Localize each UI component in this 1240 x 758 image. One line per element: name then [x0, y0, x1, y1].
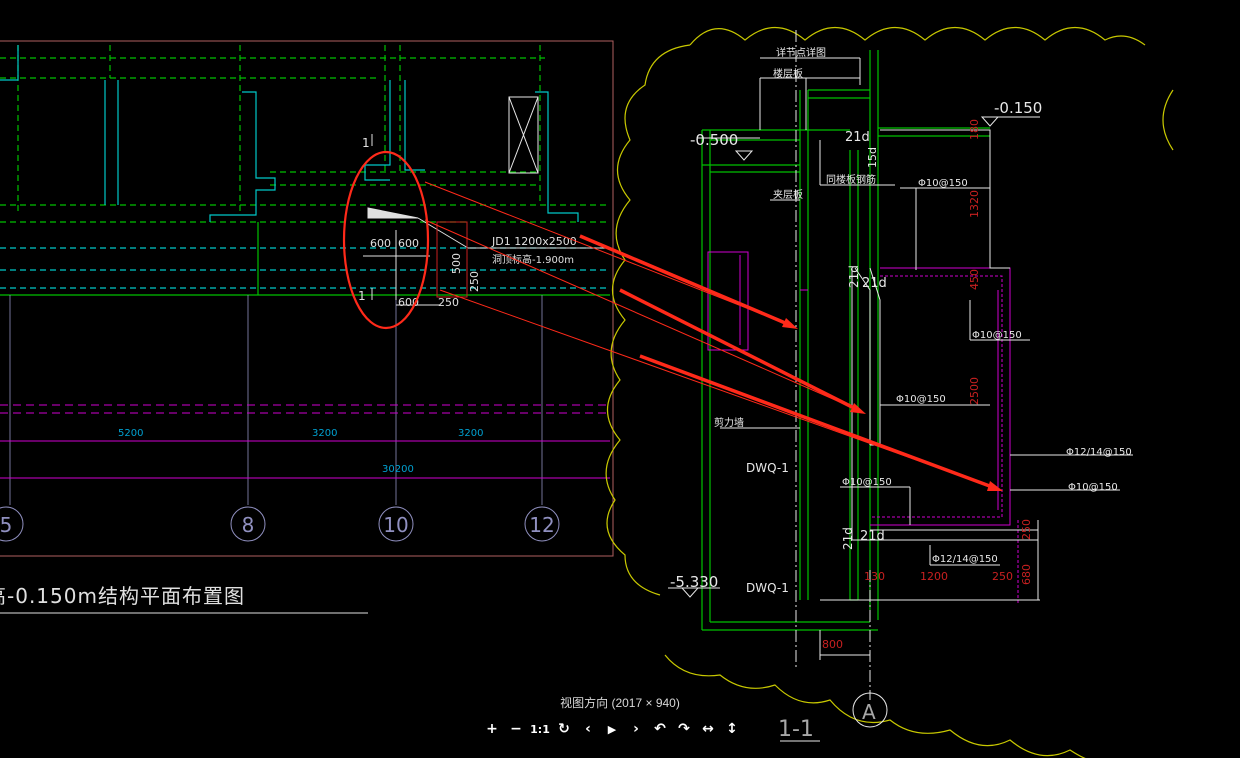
bay-dim-3: 3200 [458, 428, 483, 439]
opening-label: JD1 1200x2500 [491, 235, 577, 248]
axis-label-5: 5 [0, 513, 12, 537]
bay-dim-1: 5200 [118, 428, 143, 439]
axis-label-8: 8 [242, 513, 255, 537]
dim-450: 450 [968, 269, 981, 290]
dim-500: 500 [450, 253, 463, 274]
dim-600-b: 600 [398, 237, 419, 250]
dim-800: 800 [822, 638, 843, 651]
section-structure [701, 50, 990, 631]
wall-label-2: DWQ-1 [746, 581, 789, 595]
rebar-label-7: Φ12/14@150 [932, 554, 998, 565]
section-title: 1-1 [778, 717, 814, 742]
actual-size-button[interactable]: 1:1 [530, 722, 550, 736]
dim-250-h: 250 [992, 570, 1013, 583]
axis-label-12: 12 [529, 513, 554, 537]
dim-2500: 2500 [968, 377, 981, 405]
section-detail: 详节点详图 楼层板 夹层板 同楼板钢筋 剪力墙 -0.150 -0.500 -5… [605, 27, 1174, 758]
flip-horizontal-button[interactable]: ↔ [702, 721, 714, 737]
dim-130: 130 [864, 570, 885, 583]
revision-cloud [605, 27, 1174, 758]
elev-top-left: -0.500 [690, 131, 738, 149]
axis-bubbles [0, 506, 560, 542]
zoom-in-button[interactable]: + [486, 721, 498, 737]
arrow-2 [619, 288, 859, 412]
dim-250-v: 250 [1020, 519, 1033, 540]
magenta-lines [0, 404, 610, 479]
rebar-label-5: Φ10@150 [1068, 482, 1118, 493]
total-dim: 30200 [382, 464, 414, 475]
wall-label-1: DWQ-1 [746, 461, 789, 475]
dim-250-h: 250 [438, 296, 459, 309]
section-axis-label: A [862, 700, 876, 724]
rebar-label-2: Φ10@150 [972, 330, 1022, 341]
elev-top-right: -0.150 [994, 99, 1042, 117]
dim-250-v: 250 [468, 271, 481, 292]
elev-bottom: -5.330 [670, 573, 718, 591]
arrow-1 [579, 234, 791, 327]
anchor-21d-1: 21d [845, 130, 870, 145]
anchor-21d-3: 21d [862, 276, 887, 291]
rebar-lines [707, 251, 1019, 605]
label-mezz-slab: 夹层板 [773, 188, 803, 201]
annotation-arrows [424, 181, 1003, 491]
viewer-caption: 视图方向 (2017 × 940) [560, 696, 680, 710]
reset-button[interactable]: ↻ [558, 721, 570, 737]
rotate-left-button[interactable]: ↶ [654, 721, 666, 737]
dim-1200: 1200 [920, 570, 948, 583]
label-shear-wall: 剪力墙 [714, 416, 744, 429]
beams-solid [0, 222, 610, 296]
rebar-label-3: Φ10@150 [896, 394, 946, 405]
bay-dim-2: 3200 [312, 428, 337, 439]
viewer-toolbar: + − 1:1 ↻ ‹ ▶ › ↶ ↷ ↔ ↕ [480, 718, 744, 740]
section-dims: 180 1320 450 2500 250 680 130 1200 250 8… [822, 119, 1033, 651]
dim-180: 180 [968, 119, 981, 140]
dim-680: 680 [1020, 564, 1033, 585]
anchor-15d: 15d [866, 147, 879, 168]
rotate-right-button[interactable]: ↷ [678, 721, 690, 737]
floor-plan: 5200 3200 3200 30200 5 8 10 12 1 [0, 40, 614, 614]
plan-title: 高-0.150m结构平面布置图 [0, 584, 245, 608]
zoom-out-button[interactable]: − [510, 721, 522, 737]
elevator-box [508, 96, 539, 174]
anchor-21d-2: 21d [847, 265, 861, 288]
dim-600-a: 600 [370, 237, 391, 250]
beams-dashed [0, 45, 610, 223]
rebar-label-1: Φ10@150 [918, 178, 968, 189]
grid-lines [9, 295, 543, 505]
flip-vertical-button[interactable]: ↕ [726, 721, 738, 737]
section-outline [668, 30, 1133, 742]
section-mark-top: 1 [362, 136, 370, 150]
columns [0, 45, 610, 289]
sheet-border [0, 40, 614, 557]
play-button[interactable]: ▶ [607, 722, 617, 736]
label-floor-slab: 楼层板 [773, 67, 803, 80]
next-button[interactable]: › [633, 721, 639, 737]
axis-label-10: 10 [383, 513, 408, 537]
rebar-label-4: Φ12/14@150 [1066, 447, 1132, 458]
cad-drawing-canvas[interactable]: 5200 3200 3200 30200 5 8 10 12 1 [0, 0, 1174, 758]
rebar-label-6: Φ10@150 [842, 477, 892, 488]
dim-1320: 1320 [968, 190, 981, 218]
label-along-slab: 同楼板钢筋 [826, 173, 876, 186]
highlight-ellipse [342, 150, 430, 330]
previous-button[interactable]: ‹ [585, 721, 591, 737]
anchor-21d-5: 21d [860, 529, 885, 544]
opening-detail: 1 1 600 600 500 250 600 250 JD1 1200x250… [358, 134, 608, 309]
opening-elevation: 洞顶标高-1.900m [492, 253, 574, 266]
section-labels: 详节点详图 楼层板 夹层板 同楼板钢筋 剪力墙 -0.150 -0.500 -5… [670, 46, 1132, 742]
arrow-3 [639, 354, 996, 490]
bay-dimensions: 5200 3200 3200 30200 [118, 428, 483, 475]
anchor-21d-4: 21d [841, 527, 855, 550]
section-mark-bottom: 1 [358, 289, 366, 303]
label-detail: 详节点详图 [776, 46, 826, 59]
